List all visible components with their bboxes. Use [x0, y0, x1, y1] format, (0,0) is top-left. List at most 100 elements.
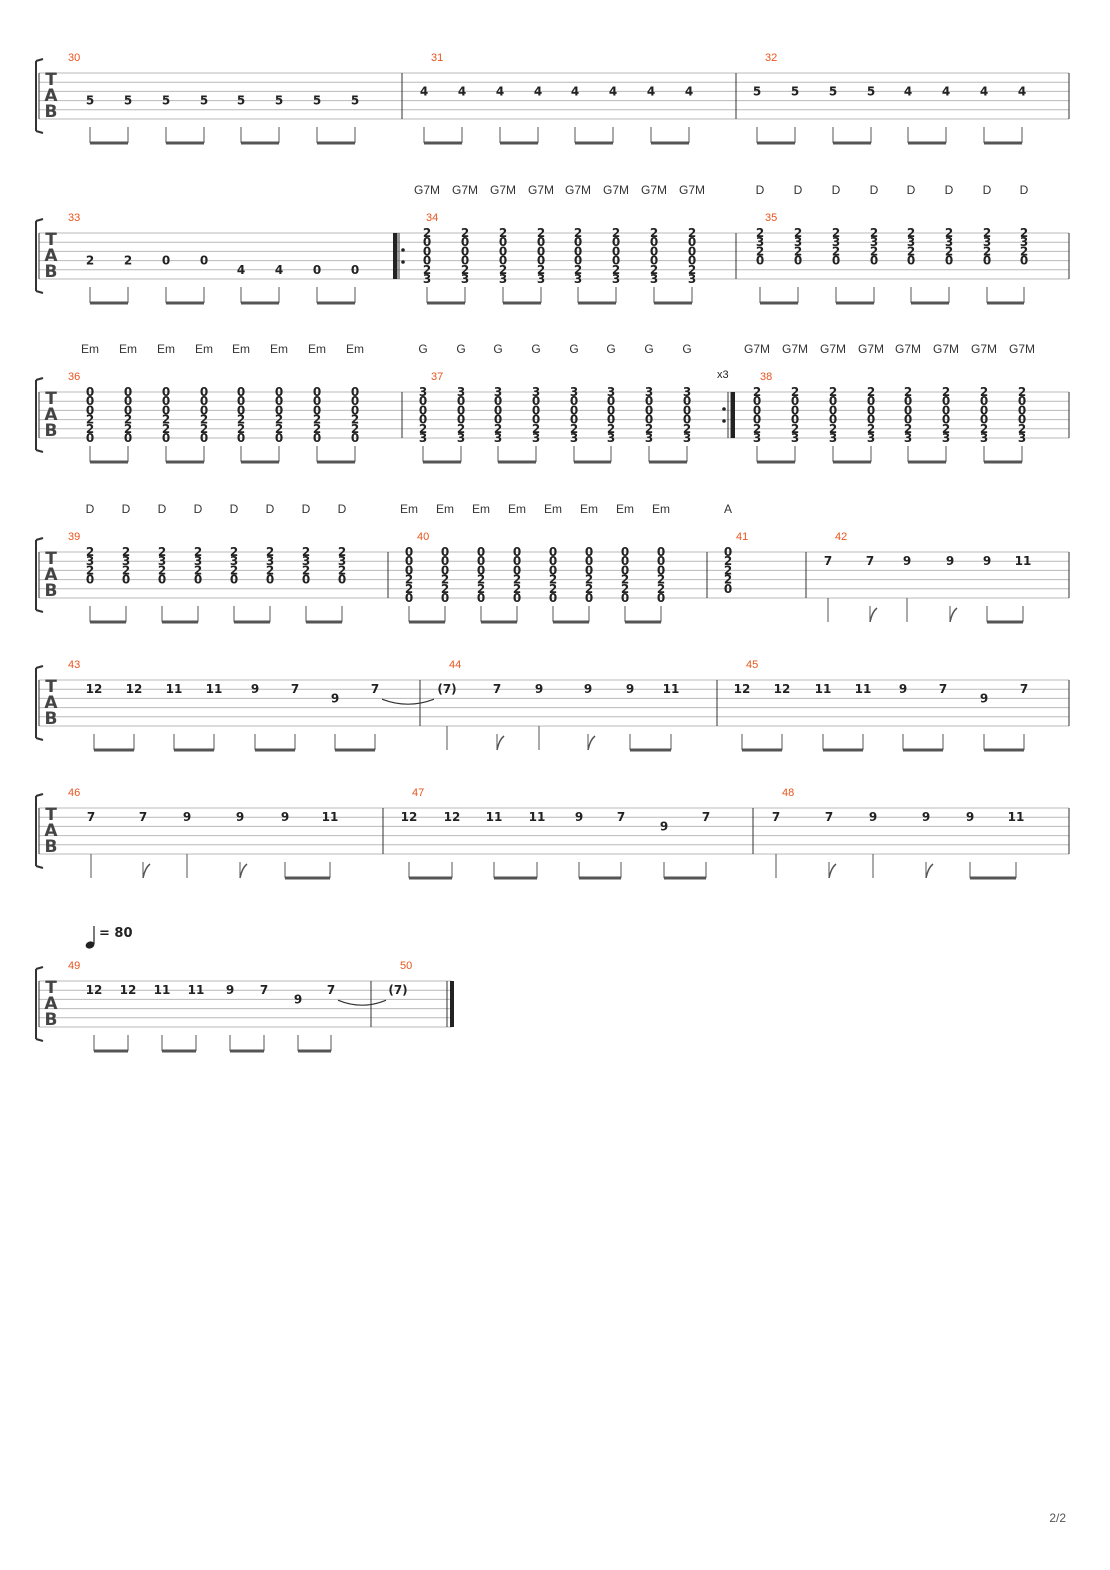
fret-number: 0 — [230, 573, 238, 587]
fret-number: 0 — [266, 573, 274, 587]
fret-number: 9 — [236, 810, 244, 824]
fret-number: 5 — [200, 94, 208, 108]
fret-number: 0 — [942, 413, 950, 427]
fret-number: 3 — [532, 431, 540, 445]
measure-number: 30 — [68, 52, 80, 64]
fret-number: 9 — [584, 682, 592, 696]
fret-number: 0 — [461, 235, 469, 249]
fret-number: 2 — [756, 244, 764, 258]
fret-number: 0 — [499, 244, 507, 258]
fret-number: 2 — [423, 226, 431, 240]
fret-number: 0 — [980, 403, 988, 417]
chord-name: D — [907, 183, 916, 197]
fret-number: 0 — [537, 244, 545, 258]
fret-number: 2 — [907, 226, 915, 240]
fret-number: 12 — [86, 983, 103, 997]
fret-number: 2 — [688, 226, 696, 240]
fret-number: 0 — [791, 403, 799, 417]
fret-number: 2 — [122, 563, 130, 577]
fret-number: 11 — [1015, 554, 1032, 568]
fret-number: 2 — [162, 422, 170, 436]
fret-number: 9 — [626, 682, 634, 696]
fret-number: 0 — [657, 554, 665, 568]
chord-name: G7M — [895, 342, 921, 356]
tab-clef-letter: B — [45, 1010, 58, 1030]
fret-number: 2 — [907, 244, 915, 258]
fret-number: 12 — [120, 983, 137, 997]
fret-number: 0 — [513, 563, 521, 577]
fret-number: 0 — [532, 394, 540, 408]
chord-name: G7M — [933, 342, 959, 356]
fret-number: 0 — [904, 413, 912, 427]
measure-number: 49 — [68, 960, 80, 972]
fret-number: 2 — [756, 226, 764, 240]
fret-number: 9 — [660, 819, 668, 833]
fret-number: 2 — [537, 263, 545, 277]
fret-number: 4 — [420, 84, 428, 98]
fret-number: 2 — [513, 573, 521, 587]
fret-number: 0 — [537, 254, 545, 268]
measure-number: 38 — [760, 371, 772, 383]
fret-number: 3 — [683, 385, 691, 399]
fret-number: 3 — [537, 272, 545, 286]
fret-number: 2 — [275, 413, 283, 427]
fret-number: 5 — [237, 94, 245, 108]
fret-number: 2 — [351, 413, 359, 427]
fret-number: 2 — [1018, 422, 1026, 436]
fret-number: 2 — [570, 422, 578, 436]
fret-number: 4 — [609, 84, 617, 98]
fret-number: 2 — [477, 582, 485, 596]
fret-number: 0 — [621, 563, 629, 577]
fret-number: 2 — [423, 263, 431, 277]
fret-number: 0 — [441, 563, 449, 577]
chord-name: Em — [400, 502, 418, 516]
fret-number: 11 — [166, 682, 183, 696]
fret-number: 0 — [657, 591, 665, 605]
measure-number: 42 — [835, 531, 847, 543]
fret-number: 3 — [570, 385, 578, 399]
fret-number: 0 — [612, 244, 620, 258]
fret-number: 5 — [753, 84, 761, 98]
fret-number: 2 — [867, 422, 875, 436]
fret-number: 2 — [1020, 226, 1028, 240]
fret-number: 0 — [441, 545, 449, 559]
fret-number: 0 — [338, 573, 346, 587]
fret-number: 0 — [494, 403, 502, 417]
tab-clef-letter: B — [45, 709, 58, 729]
fret-number: 3 — [612, 272, 620, 286]
fret-number: 0 — [683, 394, 691, 408]
fret-number: 2 — [945, 244, 953, 258]
fret-number: 2 — [791, 385, 799, 399]
fret-number: 0 — [942, 394, 950, 408]
tab-clef-letter: A — [44, 821, 58, 841]
fret-number: 2 — [945, 226, 953, 240]
fret-number: 0 — [549, 563, 557, 577]
fret-number: 11 — [855, 682, 872, 696]
repeat-dot — [401, 248, 405, 252]
fret-number: 0 — [405, 545, 413, 559]
chord-name: Em — [195, 342, 213, 356]
fret-number: 0 — [200, 385, 208, 399]
fret-number: 0 — [423, 244, 431, 258]
fret-number: 9 — [331, 691, 339, 705]
repeat-dot — [401, 260, 405, 264]
fret-number: 3 — [122, 554, 130, 568]
fret-number: 3 — [829, 431, 837, 445]
fret-number: 0 — [829, 403, 837, 417]
tie-arc — [337, 999, 387, 1006]
fret-number: 0 — [124, 385, 132, 399]
measure-number: 44 — [449, 659, 461, 671]
chord-name: D — [158, 502, 167, 516]
fret-number: 0 — [1018, 394, 1026, 408]
fret-number: 0 — [753, 394, 761, 408]
fret-number: 0 — [621, 554, 629, 568]
fret-number: 7 — [291, 682, 299, 696]
fret-number: 3 — [945, 235, 953, 249]
chord-name: Em — [652, 502, 670, 516]
fret-number: 0 — [351, 431, 359, 445]
fret-number: 2 — [230, 545, 238, 559]
fret-number: 0 — [200, 403, 208, 417]
